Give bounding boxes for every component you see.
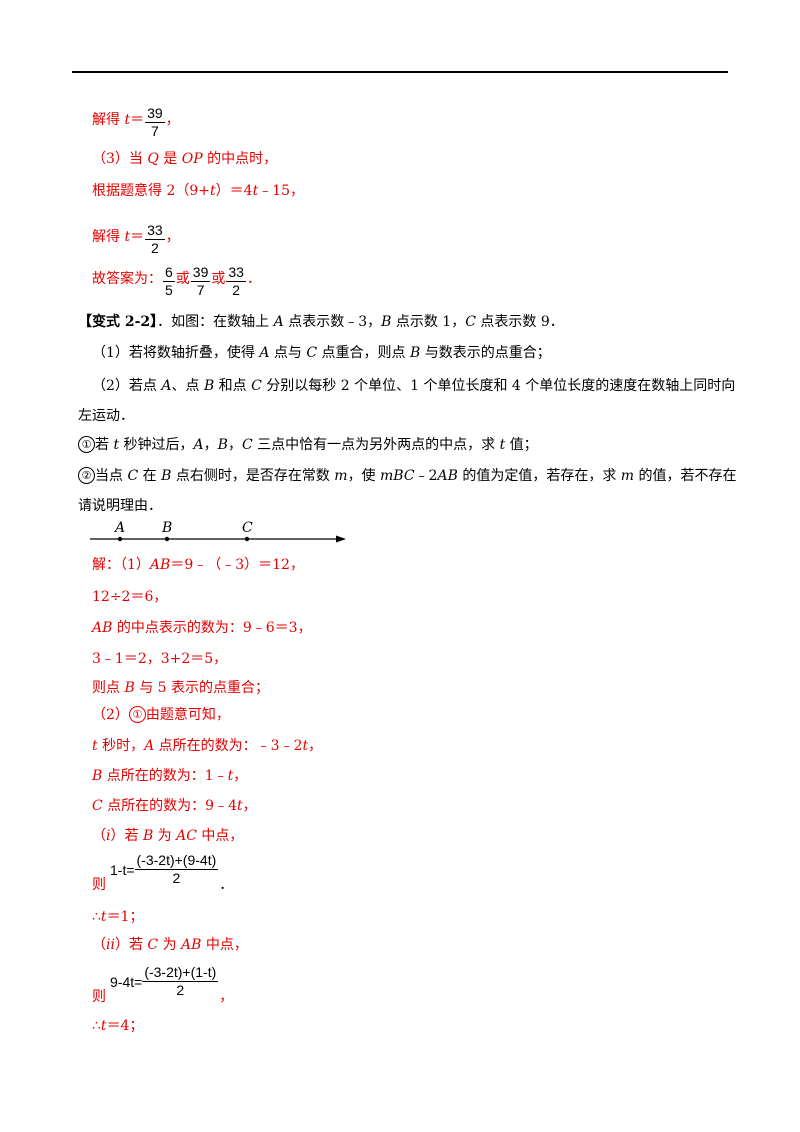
equation-image: 9-4t=(-3-2t)+(1-t)2 xyxy=(110,964,219,998)
solution-line-8: B 点所在的数为：1﹣t， xyxy=(92,768,248,784)
solution-line-13: （ii）若 C 为 AB 中点， xyxy=(92,937,248,953)
solution-line-5: 则点 B 与 5 表示的点重合； xyxy=(92,680,270,696)
solution-line-15: ∴t＝4； xyxy=(92,1018,144,1034)
point-a-dot xyxy=(117,536,123,542)
point-a-label: A xyxy=(113,520,125,536)
problem-stem: 【变式 2-2】．如图：在数轴上 A 点表示数﹣3，B 点示数 1，C 点表示数… xyxy=(78,314,564,330)
solution-line-9: C 点所在的数为：9﹣4t， xyxy=(92,798,257,814)
equation-image: 1-t=(-3-2t)+(9-4t)2 xyxy=(110,852,219,886)
solution-line-10: （i）若 B 为 AC 中点， xyxy=(92,828,244,844)
equation-line: 根据题意得 2（9+t）＝4t﹣15， xyxy=(92,183,305,199)
number-line-diagram: A B C xyxy=(90,520,346,543)
case-3-line: （3）当 Q 是 OP 的中点时， xyxy=(92,151,278,167)
problem-sub-2-cont: 请说明理由． xyxy=(78,498,162,514)
problem-part-1: （1）若将数轴折叠，使得 A 点与 C 点重合，则点 B 与数表示的点重合； xyxy=(92,345,551,361)
axis-arrow-icon xyxy=(336,535,346,543)
point-c-dot xyxy=(244,536,250,542)
solution-line-2: 12÷2＝6， xyxy=(92,589,168,605)
point-b-label: B xyxy=(161,520,172,536)
problem-part-2-cont: 左运动． xyxy=(78,408,134,424)
problem-label: 【变式 2-2】 xyxy=(78,314,158,330)
solution-line-7: t 秒时，A 点所在的数为：﹣3﹣2t， xyxy=(92,738,323,754)
solution-line-12: ∴t＝1； xyxy=(92,909,144,925)
solution-line-3: AB 的中点表示的数为：9﹣6＝3， xyxy=(92,620,312,636)
solution-line-4: 3﹣1＝2，3+2＝5， xyxy=(92,651,228,667)
point-b-dot xyxy=(164,536,170,542)
solution-line-1: 解：（1）AB＝9﹣（﹣3）＝12， xyxy=(92,557,304,573)
problem-part-2: （2）若点 A、点 B 和点 C 分别以每秒 2 个单位、1 个单位长度和 4 … xyxy=(92,378,736,394)
point-c-label: C xyxy=(242,520,253,536)
header-rule xyxy=(72,71,728,73)
